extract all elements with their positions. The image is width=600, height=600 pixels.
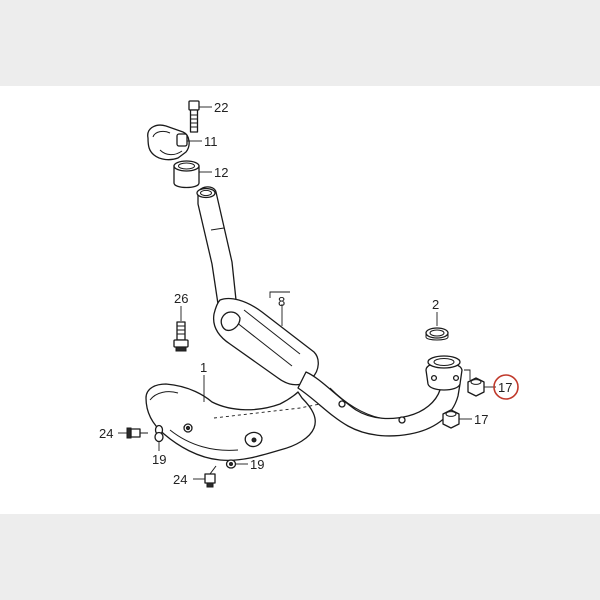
callout-24-left: 24: [99, 426, 113, 441]
part-2-gasket: [425, 327, 449, 341]
part-19-grommet-mid: [225, 459, 237, 469]
callout-8: 8: [278, 294, 285, 309]
part-17-nut-lower: [442, 409, 460, 429]
part-8-exhaust-pipe: [196, 186, 463, 437]
part-12-gasket: [173, 160, 200, 189]
part-24-bolt-bottom: [204, 465, 217, 488]
part-19-grommet-left: [154, 424, 164, 443]
highlight-ring: [493, 374, 519, 400]
callout-1: 1: [200, 360, 207, 375]
part-22-bolt: [188, 100, 200, 133]
callout-19-mid: 19: [250, 457, 264, 472]
callout-17-highlighted[interactable]: 17: [498, 380, 512, 395]
callout-11: 11: [204, 134, 218, 149]
callout-19-left: 19: [152, 452, 166, 467]
part-11-clamp: [147, 124, 190, 161]
callout-17: 17: [474, 412, 488, 427]
callout-22: 22: [214, 100, 228, 115]
callout-12: 12: [214, 165, 228, 180]
part-24-bolt-left: [126, 427, 148, 439]
callout-24-bottom: 24: [173, 472, 187, 487]
part-1-heat-shield: [145, 383, 316, 462]
part-17-nut-upper: [467, 377, 485, 397]
part-26-bolt: [173, 321, 189, 352]
callout-2: 2: [432, 297, 439, 312]
callout-26: 26: [174, 291, 188, 306]
